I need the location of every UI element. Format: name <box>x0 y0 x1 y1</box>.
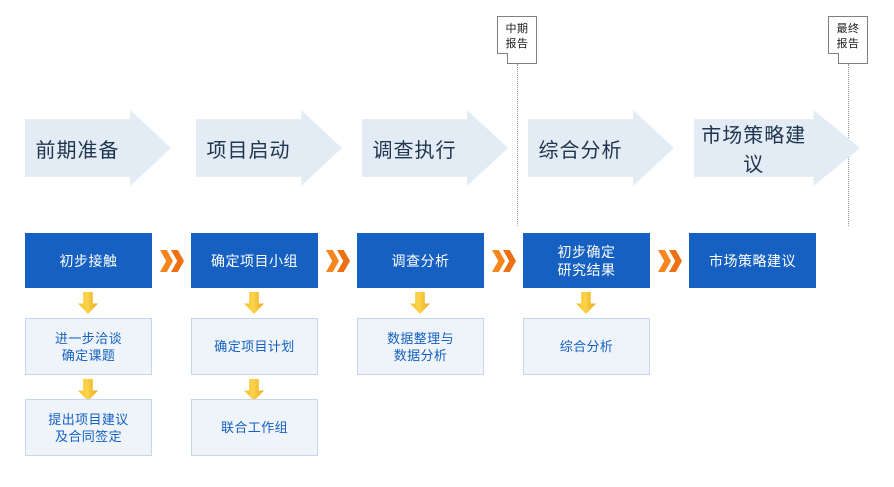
chevron-connector-4-icon <box>658 250 684 272</box>
down-arrow-icon-c2-2 <box>244 379 264 401</box>
down-arrow-icon-c1-2 <box>78 379 98 401</box>
phase-arrow-4[interactable]: 综合分析 <box>528 110 674 186</box>
phase-arrow-4-label: 综合分析 <box>538 139 623 162</box>
down-arrow-icon-c4-1 <box>576 292 596 314</box>
phase-arrow-1[interactable]: 前期准备 <box>25 110 171 186</box>
note-fold-corner-icon <box>497 53 508 64</box>
stage-box-5-label: 市场策略建议 <box>709 252 796 269</box>
phase-arrow-3-label: 调查执行 <box>372 139 457 162</box>
stage-box-2[interactable]: 确定项目小组 <box>191 233 318 288</box>
down-arrow-icon-c3-1 <box>410 292 430 314</box>
substep-box-c2-1-label: 确定项目计划 <box>214 339 295 354</box>
substep-box-c3-1[interactable]: 数据整理与数据分析 <box>357 318 484 375</box>
milestone-note-midterm-line1: 中期 <box>505 23 529 35</box>
substep-box-c2-1[interactable]: 确定项目计划 <box>191 318 318 375</box>
substep-box-c1-1[interactable]: 进一步洽谈确定课题 <box>25 318 152 375</box>
stage-box-5[interactable]: 市场策略建议 <box>689 233 816 288</box>
chevron-connector-3-icon <box>492 250 518 272</box>
stage-box-3[interactable]: 调查分析 <box>357 233 484 288</box>
phase-arrow-2-label: 项目启动 <box>206 139 291 162</box>
stage-box-1-label: 初步接触 <box>59 252 118 269</box>
chevron-connector-1-icon <box>160 250 186 272</box>
stage-box-4[interactable]: 初步确定研究结果 <box>523 233 650 288</box>
phase-arrow-3[interactable]: 调查执行 <box>362 110 508 186</box>
stage-box-4-label: 初步确定研究结果 <box>557 243 616 278</box>
phase-arrow-5[interactable]: 市场策略建议 <box>694 110 860 186</box>
stage-box-1[interactable]: 初步接触 <box>25 233 152 288</box>
stage-box-3-label: 调查分析 <box>391 252 450 269</box>
substep-box-c1-1-label: 进一步洽谈确定课题 <box>54 330 122 363</box>
milestone-note-midterm-line2: 报告 <box>505 38 529 50</box>
phase-arrow-2[interactable]: 项目启动 <box>196 110 342 186</box>
substep-box-c3-1-label: 数据整理与数据分析 <box>386 330 454 363</box>
substep-box-c2-2[interactable]: 联合工作组 <box>191 399 318 456</box>
milestone-dropline-midterm <box>517 64 518 226</box>
milestone-note-final-line1: 最终 <box>836 23 860 35</box>
substep-box-c1-2[interactable]: 提出项目建议及合同签定 <box>25 399 152 456</box>
phase-arrow-1-label: 前期准备 <box>35 139 120 162</box>
substep-box-c4-1[interactable]: 综合分析 <box>523 318 650 375</box>
milestone-note-final: 最终 报告 <box>828 16 868 64</box>
substep-box-c1-2-label: 提出项目建议及合同签定 <box>48 411 129 444</box>
down-arrow-icon-c2-1 <box>244 292 264 314</box>
note-fold-corner-icon <box>828 53 839 64</box>
milestone-note-midterm: 中期 报告 <box>497 16 537 64</box>
milestone-note-final-line2: 报告 <box>836 38 860 50</box>
stage-box-2-label: 确定项目小组 <box>211 252 298 269</box>
substep-box-c2-2-label: 联合工作组 <box>220 420 288 435</box>
substep-box-c4-1-label: 综合分析 <box>559 339 614 354</box>
down-arrow-icon-c1-1 <box>78 292 98 314</box>
chevron-connector-2-icon <box>326 250 352 272</box>
phase-arrow-5-label: 市场策略建议 <box>701 125 807 176</box>
